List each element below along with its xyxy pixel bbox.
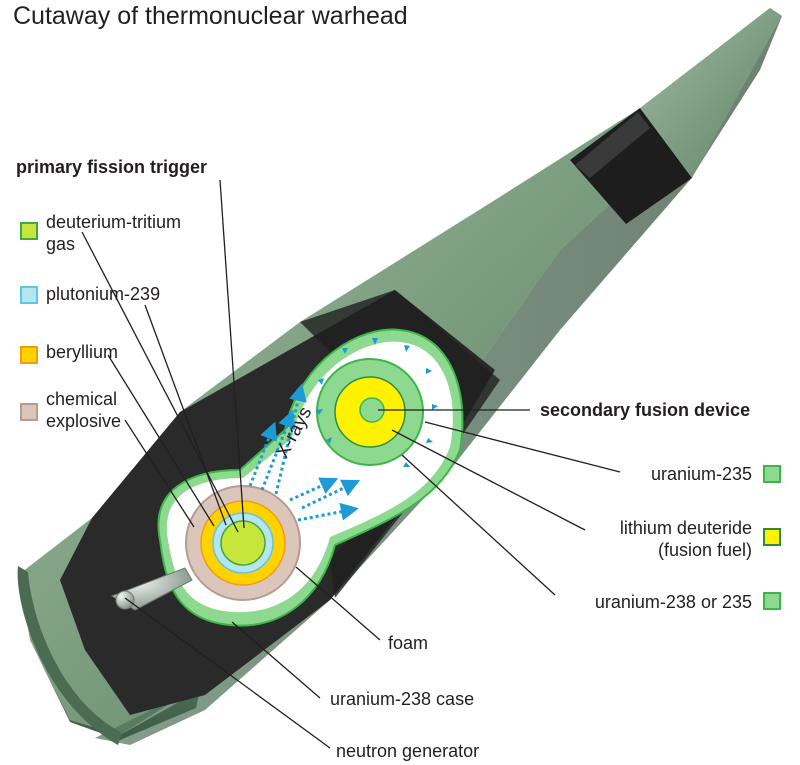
- xray-arrows: [248, 383, 361, 522]
- xray-arrowheads: [316, 338, 438, 467]
- uranium-238-case-label: uranium-238 case: [330, 689, 475, 709]
- secondary-swatch-3: [763, 592, 781, 610]
- primary-swatch-1: [20, 222, 38, 240]
- primary-swatch-3: [20, 346, 38, 364]
- foam-label: foam: [388, 633, 429, 653]
- primary-swatch-2: [20, 286, 38, 304]
- primary-swatch-4: [20, 403, 38, 421]
- page-title: Cutaway of thermonuclear warhead: [13, 2, 408, 30]
- nose-band-highlight: [575, 112, 650, 178]
- secondary-heading: secondary fusion device: [540, 400, 751, 420]
- dt-gas-core: [220, 520, 266, 566]
- secondary-label-1: uranium-235: [650, 464, 752, 484]
- neutron-generator-label: neutron generator: [336, 741, 480, 761]
- primary-heading: primary fission trigger: [16, 157, 208, 177]
- secondary-swatch-2: [763, 528, 781, 546]
- nose-band: [570, 108, 692, 224]
- base-rim-outer: [17, 566, 122, 745]
- secondary-swatch-1: [763, 465, 781, 483]
- neutron-generator-cap: [115, 590, 135, 610]
- nose-tip: [640, 8, 782, 178]
- primary-label-3: beryllium: [46, 342, 119, 362]
- secondary-label-2: lithium deuteride(fusion fuel): [619, 518, 752, 560]
- leader-lines: [81, 179, 621, 749]
- secondary-label-3: uranium-238 or 235: [594, 592, 752, 612]
- primary-label-2: plutonium-239: [46, 284, 161, 304]
